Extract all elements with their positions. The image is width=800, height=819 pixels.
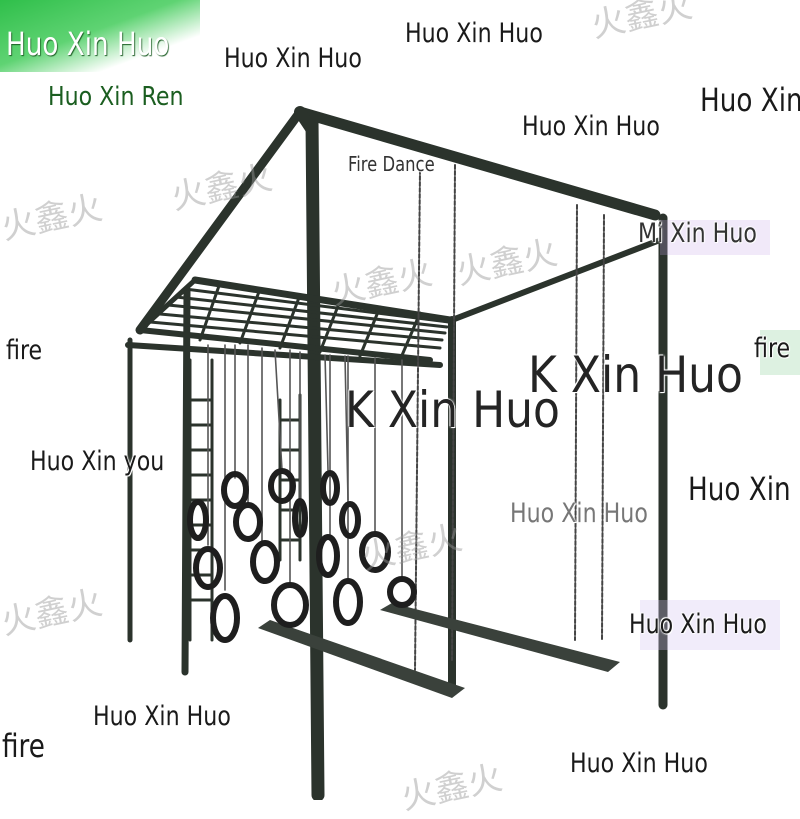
obstacle-course-frame-illustration xyxy=(125,106,800,800)
top-beam-right xyxy=(449,237,663,323)
watermark-text: Mi Xin Huo xyxy=(638,218,757,249)
swing-board-left xyxy=(258,620,465,698)
watermark-text: K Xin Huo xyxy=(528,346,743,404)
watermark-text: fire xyxy=(754,333,791,364)
ladder-rail-top xyxy=(191,276,454,324)
steel-frame xyxy=(125,106,668,800)
subtitle-watermark: Huo Xin Ren xyxy=(48,82,184,112)
glint xyxy=(640,600,780,650)
watermark-text: Huo Xin Huo xyxy=(224,43,362,74)
watermark-text: Fire Dance xyxy=(348,152,435,176)
ladder-rail-bottom xyxy=(125,342,443,368)
watermark-text: Huo Xin Huo xyxy=(405,18,543,49)
banner-watermark: Huo Xin Huo xyxy=(6,25,170,63)
green-banner xyxy=(0,0,200,72)
hanging-rings xyxy=(187,468,417,643)
watermark-text: K Xin Huo xyxy=(345,381,560,439)
front-main-post xyxy=(305,113,325,800)
watermark-text: fire xyxy=(2,727,45,765)
watermark-text: Huo Xin Huo xyxy=(629,609,767,640)
hanging-ropes xyxy=(207,344,403,591)
watermark-text: fire xyxy=(6,335,43,366)
watermark-text: Huo Xin xyxy=(700,81,800,119)
left-post xyxy=(181,286,191,676)
glint xyxy=(760,330,800,375)
watermark-text: Huo Xin Huo xyxy=(522,111,660,142)
watermark-text: Huo Xin Huo xyxy=(510,498,648,529)
monkey-bar-rungs xyxy=(148,281,451,362)
top-beam-front xyxy=(294,106,661,221)
glint xyxy=(660,220,770,255)
watermark-text: Huo Xin you xyxy=(30,446,165,477)
watermark-text: Huo Xin xyxy=(688,470,791,508)
top-beam-left xyxy=(135,107,305,335)
watermark-text: Huo Xin Huo xyxy=(570,748,708,779)
ladder-rail-left xyxy=(137,327,433,363)
top-joint xyxy=(294,106,318,136)
watermark-text: Huo Xin Huo xyxy=(93,701,231,732)
swing-board-right xyxy=(380,603,620,672)
